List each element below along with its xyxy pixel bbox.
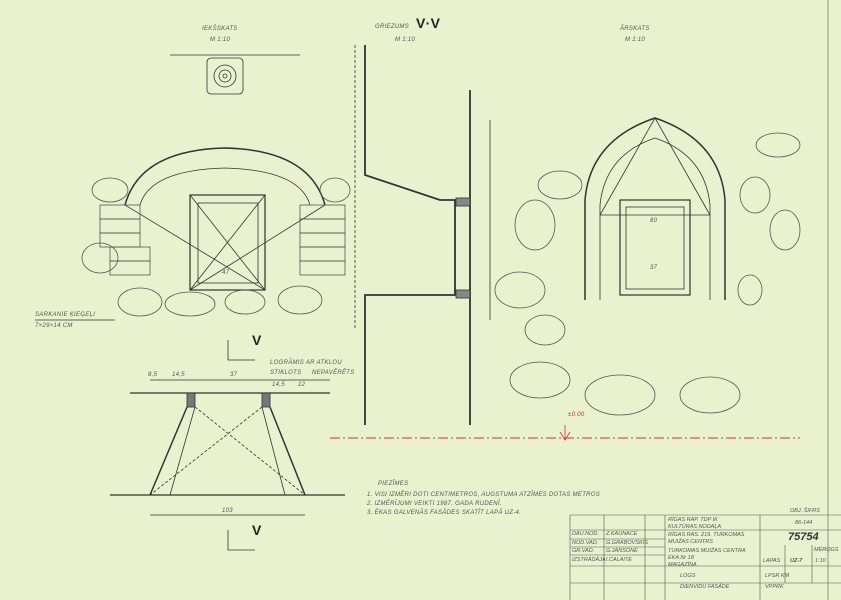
plan-scale: M 1:10 <box>210 37 231 43</box>
dim: 103 <box>222 508 233 514</box>
title-block-grid <box>569 0 841 600</box>
drawing-title: LOGS <box>680 573 696 579</box>
glazing-label-3: NEPAVĒRĒTS <box>312 370 355 376</box>
exterior-elevation <box>494 117 801 416</box>
dim: 14,5 <box>172 372 185 378</box>
archive-code: 86-144 <box>795 520 813 526</box>
name: Z.KAUNACE <box>606 531 638 537</box>
section-scale: M 1:10 <box>395 37 416 43</box>
role: NOD.VAD. <box>572 540 599 546</box>
elevation-scale: M 1:10 <box>625 37 646 43</box>
glazing-label: LOGRĀMIS AR ATKLOU <box>270 360 342 366</box>
place: LPSR KM <box>765 573 790 579</box>
dim: 8,5 <box>148 372 158 378</box>
notes-title: PIEZĪMES <box>378 481 409 487</box>
name: G.JANSONE <box>606 548 638 554</box>
plan-view <box>170 54 300 95</box>
org: KULTŪRAS NODAĻA <box>668 524 722 530</box>
brick-size: 7×29×14 CM <box>35 323 73 329</box>
cut-mark-bottom: V <box>252 522 262 538</box>
dim: 14,5 <box>272 382 285 388</box>
note-item: 3. ĒKAS GALVENĀS FASĀDES SKATĪT LAPĀ UZ-… <box>367 510 522 516</box>
note-item: 2. IZMĒRĪJUMI VEIKTI 1987. GADA RUDENĪ. <box>367 501 502 507</box>
archive-label: OBJ. ŠIFRS <box>790 508 820 514</box>
drawing-title: DIENVIDU FASĀDE <box>680 584 730 590</box>
name: G.GRABOVSKIS <box>606 540 648 546</box>
dim: 47 <box>222 270 230 276</box>
scale: 1:10 <box>815 558 826 564</box>
interior-elevation <box>35 147 351 321</box>
section-mark: V·V <box>416 15 441 31</box>
cut-mark-top: V <box>252 332 262 348</box>
section-view <box>354 45 491 425</box>
dim: 37 <box>230 372 238 378</box>
role: IZSTRĀDĀJA <box>572 557 606 563</box>
sheet-number: UZ-7 <box>790 558 803 564</box>
brick-label: SARKANIE ĶIEĢEĻI <box>35 312 96 318</box>
org: RĪGAS RAP. TDP IK <box>668 517 718 523</box>
elevation-title: ĀRSKATS <box>620 26 650 32</box>
plan-title: IEKŠSKATS <box>202 26 238 32</box>
scale-label: MĒROGS <box>814 547 839 553</box>
dim: 37 <box>650 265 658 271</box>
object: MAGAZĪNA <box>668 562 697 568</box>
place: VPPRK <box>765 584 784 590</box>
org: RĪGAS RAS. 219. TURKOMAS <box>668 532 745 538</box>
glazing-label-2: STIKLOTS <box>270 370 302 376</box>
role: GR.VAD. <box>572 548 595 554</box>
dim: 12 <box>298 382 306 388</box>
object: TURKOMAS MUIŽAS CENTRA <box>668 548 746 554</box>
note-item: 1. VISI IZMĒRI DOTI CENTIMETROS, AUGSTUM… <box>367 492 601 498</box>
dim: 80 <box>650 218 658 224</box>
sheet-label: LAPAS <box>763 558 781 564</box>
object: ĒKA Nr 18 <box>668 555 694 561</box>
section-title: GRIEZUMS <box>375 24 410 30</box>
org: MUIŽAS CENTRS <box>668 539 713 545</box>
role: DAU.NOD. <box>572 531 599 537</box>
name: I.CALAITE <box>606 557 632 563</box>
level-mark: ±0.00 <box>568 412 585 418</box>
drawing-number: 75754 <box>788 531 819 543</box>
plan-section <box>110 340 345 551</box>
